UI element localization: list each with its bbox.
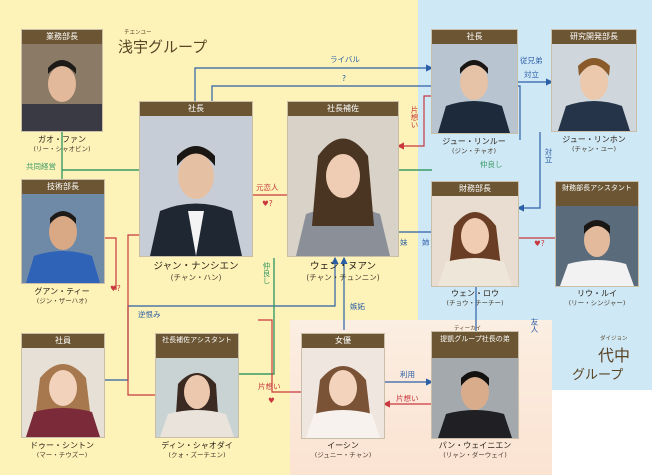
label-use: 利用 [400,370,415,379]
photo-zhou-rinhong [552,44,636,131]
photo-wen-rou [432,196,518,286]
card-liu: 財務部長アシスタント [556,182,638,286]
label-one-sided2: 片想い [258,382,281,391]
label-opposed: 対立 [524,70,539,79]
card-guan: 技術部長 [22,180,104,283]
line-onesided-zhou [396,95,432,150]
card-du: 社員 [22,334,104,437]
name-wen-rou: ウェン・ロウ(チョウ・チーチー) [446,289,504,307]
photo-ding [156,358,238,437]
label-one-sided: 片想い [410,106,419,129]
photo-zhou-rinlu [432,44,517,133]
label-close: 仲良し [480,160,503,169]
line-close2 [238,258,275,375]
label-heart-liu: ♥? [534,239,545,248]
label-close2: 仲良し [262,262,271,285]
pan-role-ruby: ティーカイ [454,326,482,332]
label-joint-mgmt: 共同経営 [26,162,56,171]
daizhong-group-title: 代中 [598,346,631,365]
role-label: 社長補佐 [288,102,398,116]
card-wen: 社長補佐 [288,102,398,256]
senyu-group-title: 浅宇グループ [118,38,208,56]
name-jiang: ジャン・ナンシエン(チャン・ハン) [153,261,239,282]
label-heart-guan: ♥? [110,284,121,293]
name-wen: ウェン・ヌアン(チャン・チュンニン) [306,261,380,282]
name-zhou-rinhong: ジュー・リンホン(チャン・ユー) [562,135,626,153]
label-resent: 逆恨み [138,310,161,319]
label-friend: 友人 [530,318,539,333]
line-guan-du [104,237,117,290]
photo-yi [302,348,384,438]
role-label: 社長補佐アシスタント [156,334,238,358]
label-heart-q: ♥? [262,199,273,208]
line-rival [191,64,434,108]
label-older-sister: 姉 [422,238,430,247]
role-label: 社長 [432,30,517,44]
role-label: 社員 [22,334,104,348]
role-label: 提凱グループ社長の弟 [432,332,518,358]
name-du: ドゥー・シントン(マー・チウズー) [30,441,94,459]
card-wen-rou: 財務部長 [432,182,518,286]
card-zhou-rinlu: 社長 [432,30,517,133]
photo-gao [22,44,102,131]
label-opposed2: 対立 [544,148,553,163]
card-zhou-rinhong: 研究開発部長 [552,30,636,131]
label-heart-ding: ♥ [268,396,275,405]
daizhong-group-title-line2: グループ [572,368,624,383]
name-liu: リウ・ルイ(リー・シンジャー) [568,289,626,307]
card-yi: 女優 [302,334,384,438]
label-rival: ライバル [330,55,360,64]
photo-du [22,348,104,437]
photo-liu [556,206,638,286]
role-label: 財務部長アシスタント [556,182,638,206]
photo-jiang [140,116,252,256]
label-jealous: 嫉妬 [350,302,365,311]
card-pan: 提凱グループ社長の弟 [432,332,518,438]
line-ding-onesided [127,234,156,396]
photo-pan [432,358,518,438]
name-gao: ガオ・ファン(リー・シャオビン) [33,135,91,153]
role-label: 財務部長 [432,182,518,196]
line-yi-onesided [258,319,302,393]
label-one-sided3: 片想い [396,394,419,403]
label-ex-lovers: 元恋人 [256,183,279,192]
senyu-group-ruby: チエンユー [124,30,152,36]
name-yi: イーシン(ジュニー・チャン) [314,441,372,459]
name-ding: ディン・シャオダイ(クォ・ズーチエン) [161,441,233,459]
role-label: 社長 [140,102,252,116]
card-jiang: 社長 [140,102,252,256]
photo-wen [288,116,398,256]
role-label: 業務部長 [22,30,102,44]
role-label: 技術部長 [22,180,104,194]
line-question [208,85,521,140]
line-opposed2 [516,132,541,212]
card-ding: 社長補佐アシスタント [156,334,238,437]
name-guan: グアン・ティー(ジン・ザーハオ) [34,287,90,305]
name-pan: パン・ウェイニエン(リャン・ダーウェイ) [438,441,512,459]
daizhong-group-ruby: ダイジョン [600,336,628,342]
role-label: 女優 [302,334,384,348]
card-gao: 業務部長 [22,30,102,131]
label-cousin: 従兄弟 [520,56,543,65]
label-question: ? [342,74,346,83]
label-younger-sister: 妹 [400,238,408,247]
role-label: 研究開発部長 [552,30,636,44]
name-zhou-rinlu: ジュー・リンルー(ジン・チャオ) [442,137,506,155]
photo-guan [22,194,104,283]
